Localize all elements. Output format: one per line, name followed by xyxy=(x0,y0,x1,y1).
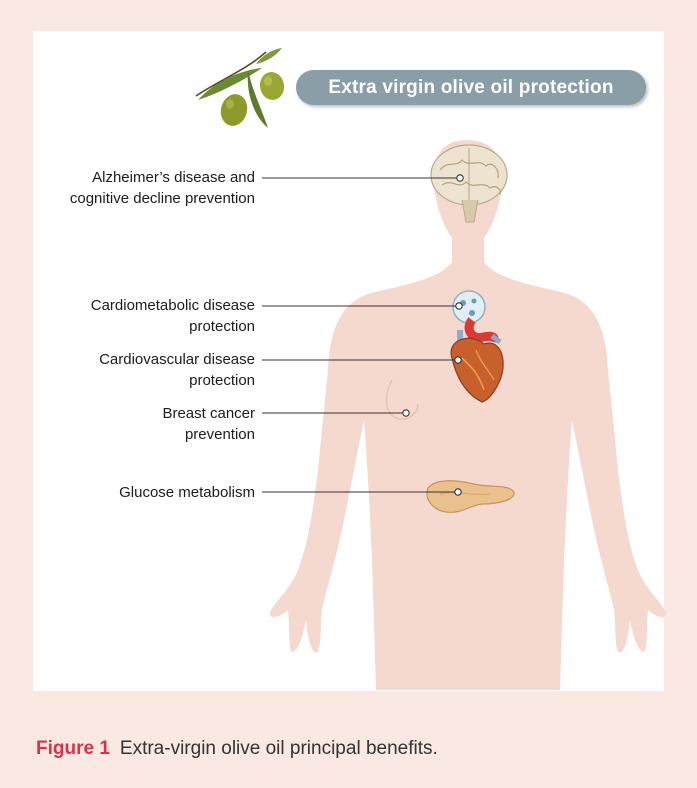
label-glucose: Glucose metabolism xyxy=(0,482,255,503)
figure-caption: Figure 1 Extra-virgin olive oil principal… xyxy=(36,738,438,760)
title-banner: Extra virgin olive oil protection xyxy=(296,70,646,105)
caption-text: Extra-virgin olive oil principal benefit… xyxy=(120,738,438,759)
marker-breast xyxy=(403,410,409,416)
label-cardiovascular: Cardiovascular disease protection xyxy=(0,349,255,391)
label-brain: Alzheimer’s disease and cognitive declin… xyxy=(0,167,255,209)
title-text: Extra virgin olive oil protection xyxy=(328,77,613,99)
label-cardiometabolic: Cardiometabolic disease protection xyxy=(0,295,255,337)
marker-cardiometabolic xyxy=(456,303,462,309)
marker-cardiovascular xyxy=(455,357,461,363)
marker-glucose xyxy=(455,489,461,495)
label-breast: Breast cancer prevention xyxy=(0,403,255,445)
olive-branch-icon xyxy=(196,48,286,129)
marker-brain xyxy=(457,175,463,181)
figure-number: Figure 1 xyxy=(36,738,110,759)
